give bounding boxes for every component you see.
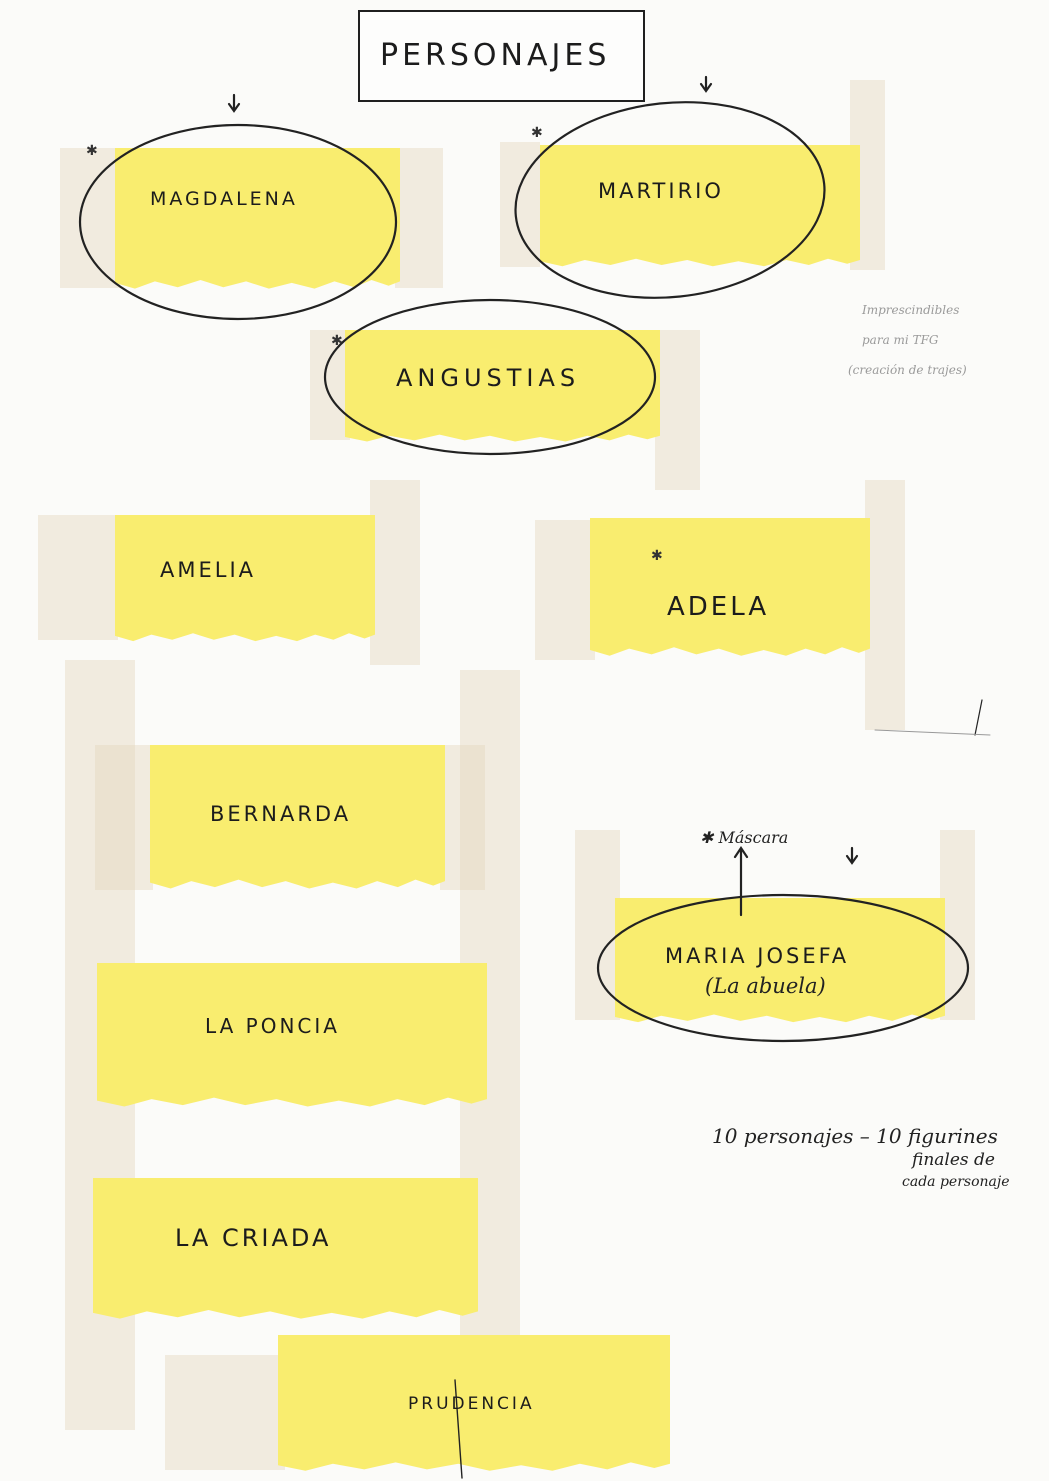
tape-strip bbox=[395, 148, 443, 288]
tape-strip bbox=[440, 745, 485, 890]
sticky-note-adela bbox=[590, 518, 870, 656]
circle-angustias bbox=[323, 298, 657, 456]
star-icon: ✱ bbox=[651, 548, 663, 564]
star-icon: ✱ bbox=[531, 125, 543, 141]
mascara-text: Máscara bbox=[718, 828, 789, 847]
page-title: PERSONAJES bbox=[380, 38, 611, 73]
circle-martirio bbox=[514, 101, 826, 299]
character-la-poncia: LA PONCIA bbox=[205, 1014, 340, 1038]
title-box: PERSONAJES bbox=[358, 10, 645, 102]
sticky-note-magdalena bbox=[115, 148, 400, 289]
sticky-note-angustias bbox=[345, 330, 660, 442]
sticky-note-la-criada bbox=[93, 1178, 478, 1319]
tape-strip bbox=[38, 515, 118, 640]
summary-line-3: cada personaje bbox=[902, 1174, 1010, 1190]
maria-josefa-note: (La abuela) bbox=[705, 974, 826, 998]
tape-strip bbox=[535, 520, 595, 660]
character-maria-josefa: MARIA JOSEFA bbox=[665, 944, 850, 968]
summary-line-2: finales de bbox=[912, 1150, 995, 1170]
character-angustias: ANGUSTIAS bbox=[396, 364, 581, 392]
circle-maria-josefa bbox=[596, 893, 970, 1043]
down-arrow-icon bbox=[699, 75, 713, 93]
pencil-line bbox=[974, 699, 983, 736]
tape-strip bbox=[575, 830, 620, 1020]
pencil-line bbox=[874, 729, 991, 736]
character-prudencia: PRUDENCIA bbox=[408, 1394, 535, 1414]
character-magdalena: MAGDALENA bbox=[150, 188, 298, 210]
character-bernarda: BERNARDA bbox=[210, 802, 352, 826]
pencil-line bbox=[454, 1379, 463, 1479]
tape-strip bbox=[865, 480, 905, 730]
tape-strip bbox=[95, 745, 153, 890]
up-arrow-icon bbox=[733, 846, 749, 917]
star-icon: ✱ bbox=[86, 143, 98, 159]
character-la-criada: LA CRIADA bbox=[175, 1224, 332, 1252]
sticky-note-la-poncia bbox=[97, 963, 487, 1107]
faint-note-line-2: para mi TFG bbox=[862, 333, 939, 347]
down-arrow-icon bbox=[227, 93, 241, 113]
tape-strip bbox=[655, 330, 700, 490]
tape-strip bbox=[310, 330, 350, 440]
star-icon: ✱ bbox=[331, 333, 343, 349]
tape-strip bbox=[165, 1355, 285, 1470]
sticky-note-prudencia bbox=[278, 1335, 670, 1471]
character-amelia: AMELIA bbox=[160, 558, 257, 582]
sticky-note-martirio bbox=[540, 145, 860, 267]
faint-note-line-1: Imprescindibles bbox=[862, 303, 960, 317]
faint-note-line-3: (creación de trajes) bbox=[848, 363, 967, 377]
character-adela: ADELA bbox=[667, 592, 770, 622]
sticky-note-bernarda bbox=[150, 745, 445, 889]
sticky-note-amelia bbox=[115, 515, 375, 642]
tape-strip bbox=[940, 830, 975, 1020]
circle-magdalena bbox=[78, 123, 398, 321]
summary-line-1: 10 personajes – 10 figurines bbox=[712, 1124, 998, 1148]
mascara-annotation: ✱ Máscara bbox=[700, 828, 789, 847]
tape-strip bbox=[370, 480, 420, 665]
tape-strip bbox=[60, 148, 120, 288]
sticky-note-maria-josefa bbox=[615, 898, 945, 1023]
character-martirio: MARTIRIO bbox=[598, 179, 724, 203]
down-arrow-icon bbox=[845, 846, 859, 865]
